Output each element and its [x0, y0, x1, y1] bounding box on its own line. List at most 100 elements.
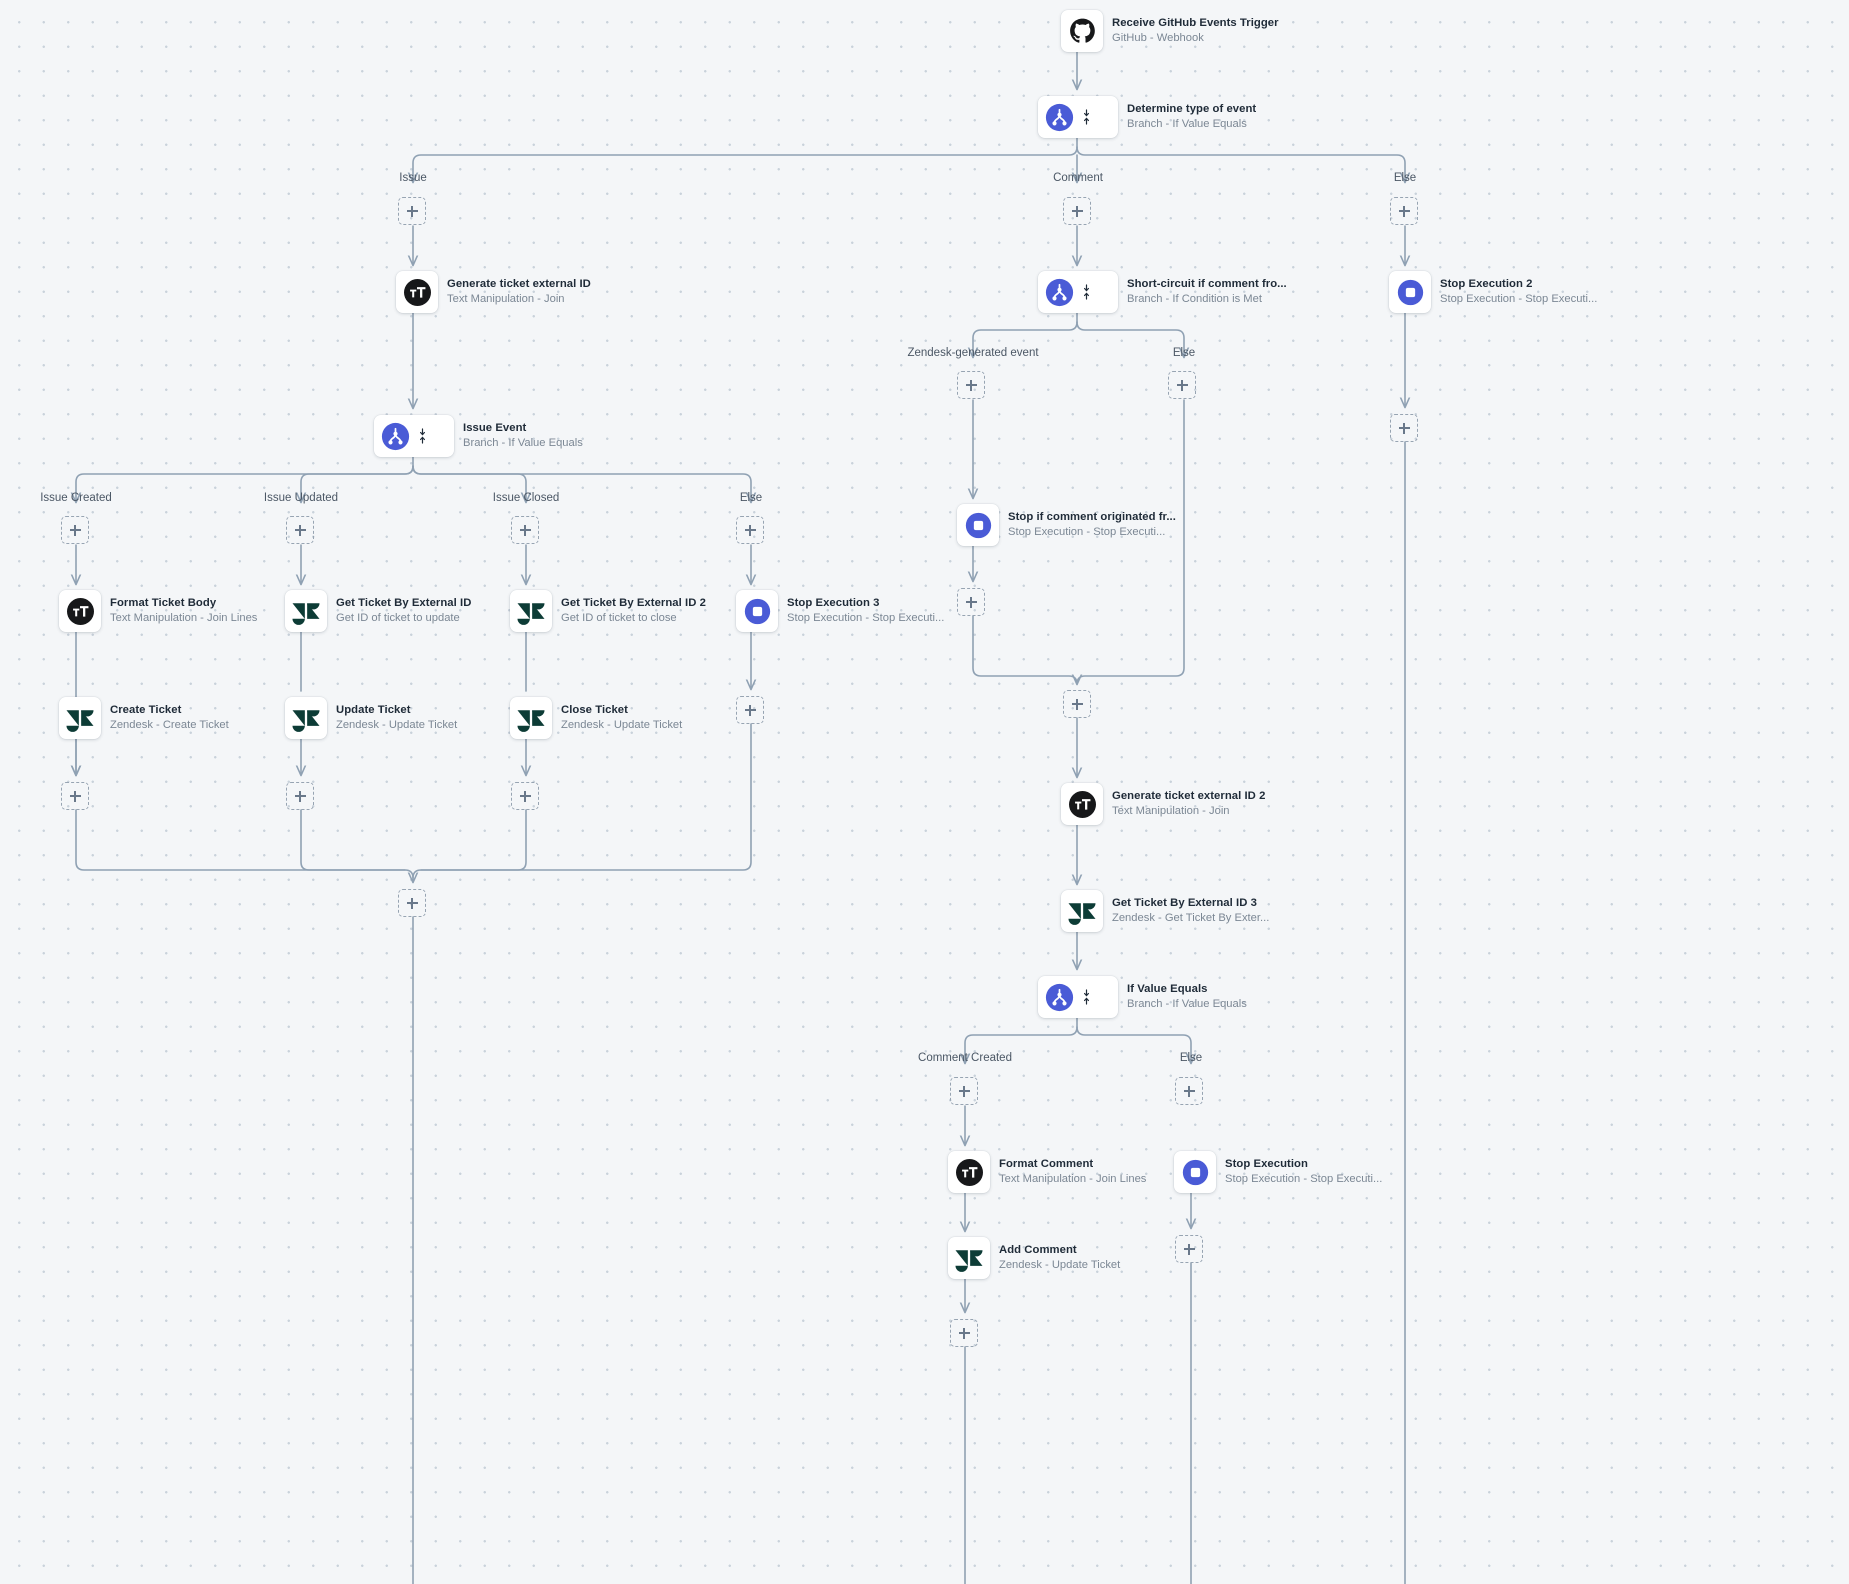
- node-card-generate-ticket-external-id[interactable]: [396, 271, 438, 313]
- edge-label-issue-closed: Issue Closed: [492, 492, 560, 504]
- node-card-format-ticket-body[interactable]: [59, 590, 101, 632]
- branch-reorder-icon[interactable]: [411, 428, 433, 444]
- node-card-close-ticket[interactable]: [510, 697, 552, 739]
- node-card-generate-ticket-external-id-2[interactable]: [1061, 783, 1103, 825]
- node-card-stop-execution-2[interactable]: [1389, 271, 1431, 313]
- node-title: Add Comment: [999, 1244, 1077, 1256]
- add-step-issue-updated[interactable]: [286, 516, 314, 544]
- node-card-create-ticket[interactable]: [59, 697, 101, 739]
- add-step-comment-else[interactable]: [1168, 371, 1196, 399]
- add-step-comment[interactable]: [1063, 197, 1091, 225]
- node-card-add-comment[interactable]: [948, 1237, 990, 1279]
- add-step-comment-created[interactable]: [950, 1077, 978, 1105]
- add-step-after-create[interactable]: [61, 782, 89, 810]
- add-step-issue-else[interactable]: [736, 516, 764, 544]
- node-generate-ticket-external-id[interactable]: Generate ticket external ID Text Manipula…: [396, 271, 591, 313]
- add-step-else-top[interactable]: [1390, 197, 1418, 225]
- node-subtitle: Text Manipulation - Join: [447, 293, 565, 305]
- add-step-zendesk-generated[interactable]: [957, 371, 985, 399]
- node-card-get-ticket-by-external-id-3[interactable]: [1061, 890, 1103, 932]
- node-card-format-comment[interactable]: [948, 1151, 990, 1193]
- branch-icon: [1043, 101, 1075, 133]
- edge-label-zendesk-generated-event: Zendesk-generated event: [907, 347, 1039, 359]
- node-card-stop-execution[interactable]: [1174, 1151, 1216, 1193]
- node-card-stop-execution-3[interactable]: [736, 590, 778, 632]
- add-step-else-top-after[interactable]: [1390, 414, 1418, 442]
- node-title: Close Ticket: [561, 704, 628, 716]
- node-card-receive-github-events-trigger[interactable]: [1061, 10, 1103, 52]
- edge-label-comment: Comment: [1053, 172, 1103, 184]
- add-step-issue-merge[interactable]: [398, 889, 426, 917]
- node-title: Determine type of event: [1127, 103, 1257, 115]
- node-title: Generate ticket external ID: [447, 278, 591, 290]
- node-card-determine-type-of-event[interactable]: [1038, 96, 1118, 138]
- node-card-get-ticket-by-external-id-2[interactable]: [510, 590, 552, 632]
- node-title: Create Ticket: [110, 704, 182, 716]
- branch-reorder-icon[interactable]: [1075, 284, 1097, 300]
- node-card-short-circuit-if-comment-from[interactable]: [1038, 271, 1118, 313]
- node-card-update-ticket[interactable]: [285, 697, 327, 739]
- node-title: Get Ticket By External ID 2: [561, 597, 706, 609]
- text-manipulation-icon: [1066, 788, 1098, 820]
- branch-icon: [1043, 276, 1075, 308]
- add-step-after-add-comment[interactable]: [950, 1319, 978, 1347]
- node-stop-if-comment-originated-from[interactable]: Stop if comment originated fr...Stop Exe…: [957, 504, 1176, 546]
- node-subtitle: Zendesk - Get Ticket By Exter...: [1112, 912, 1270, 924]
- node-card-issue-event[interactable]: [374, 415, 454, 457]
- text-manipulation-icon: [953, 1156, 985, 1188]
- add-step-if-else[interactable]: [1175, 1077, 1203, 1105]
- node-card-get-ticket-by-external-id[interactable]: [285, 590, 327, 632]
- add-step-issue-closed[interactable]: [511, 516, 539, 544]
- add-step-after-close[interactable]: [511, 782, 539, 810]
- node-labels: Short-circuit if comment fro...Branch - …: [1127, 271, 1287, 313]
- node-labels: Generate ticket external ID Text Manipula…: [447, 271, 591, 313]
- node-short-circuit-if-comment-from[interactable]: Short-circuit if comment fro...Branch - …: [1038, 271, 1287, 313]
- node-subtitle: Zendesk - Update Ticket: [561, 719, 683, 731]
- edge-label-comment-else: Else: [1172, 347, 1196, 359]
- add-step-after-stop-orig[interactable]: [957, 588, 985, 616]
- node-card-stop-if-comment-originated-from[interactable]: [957, 504, 999, 546]
- add-step-issue-created[interactable]: [61, 516, 89, 544]
- add-step-after-stop[interactable]: [1175, 1235, 1203, 1263]
- add-step-comment-merge[interactable]: [1063, 690, 1091, 718]
- node-subtitle: Branch - If Value Equals: [463, 437, 583, 449]
- node-title: Format Comment: [999, 1158, 1094, 1170]
- node-subtitle: Zendesk - Update Ticket: [336, 719, 458, 731]
- add-step-issue[interactable]: [398, 197, 426, 225]
- edge-label-if-else: Else: [1179, 1052, 1203, 1064]
- add-step-after-update[interactable]: [286, 782, 314, 810]
- branch-icon: [379, 420, 411, 452]
- branch-reorder-icon[interactable]: [1075, 989, 1097, 1005]
- add-step-after-stop-3[interactable]: [736, 696, 764, 724]
- branch-reorder-icon[interactable]: [1075, 109, 1097, 125]
- node-card-if-value-equals[interactable]: [1038, 976, 1118, 1018]
- node-subtitle: GitHub - Webhook: [1112, 32, 1204, 44]
